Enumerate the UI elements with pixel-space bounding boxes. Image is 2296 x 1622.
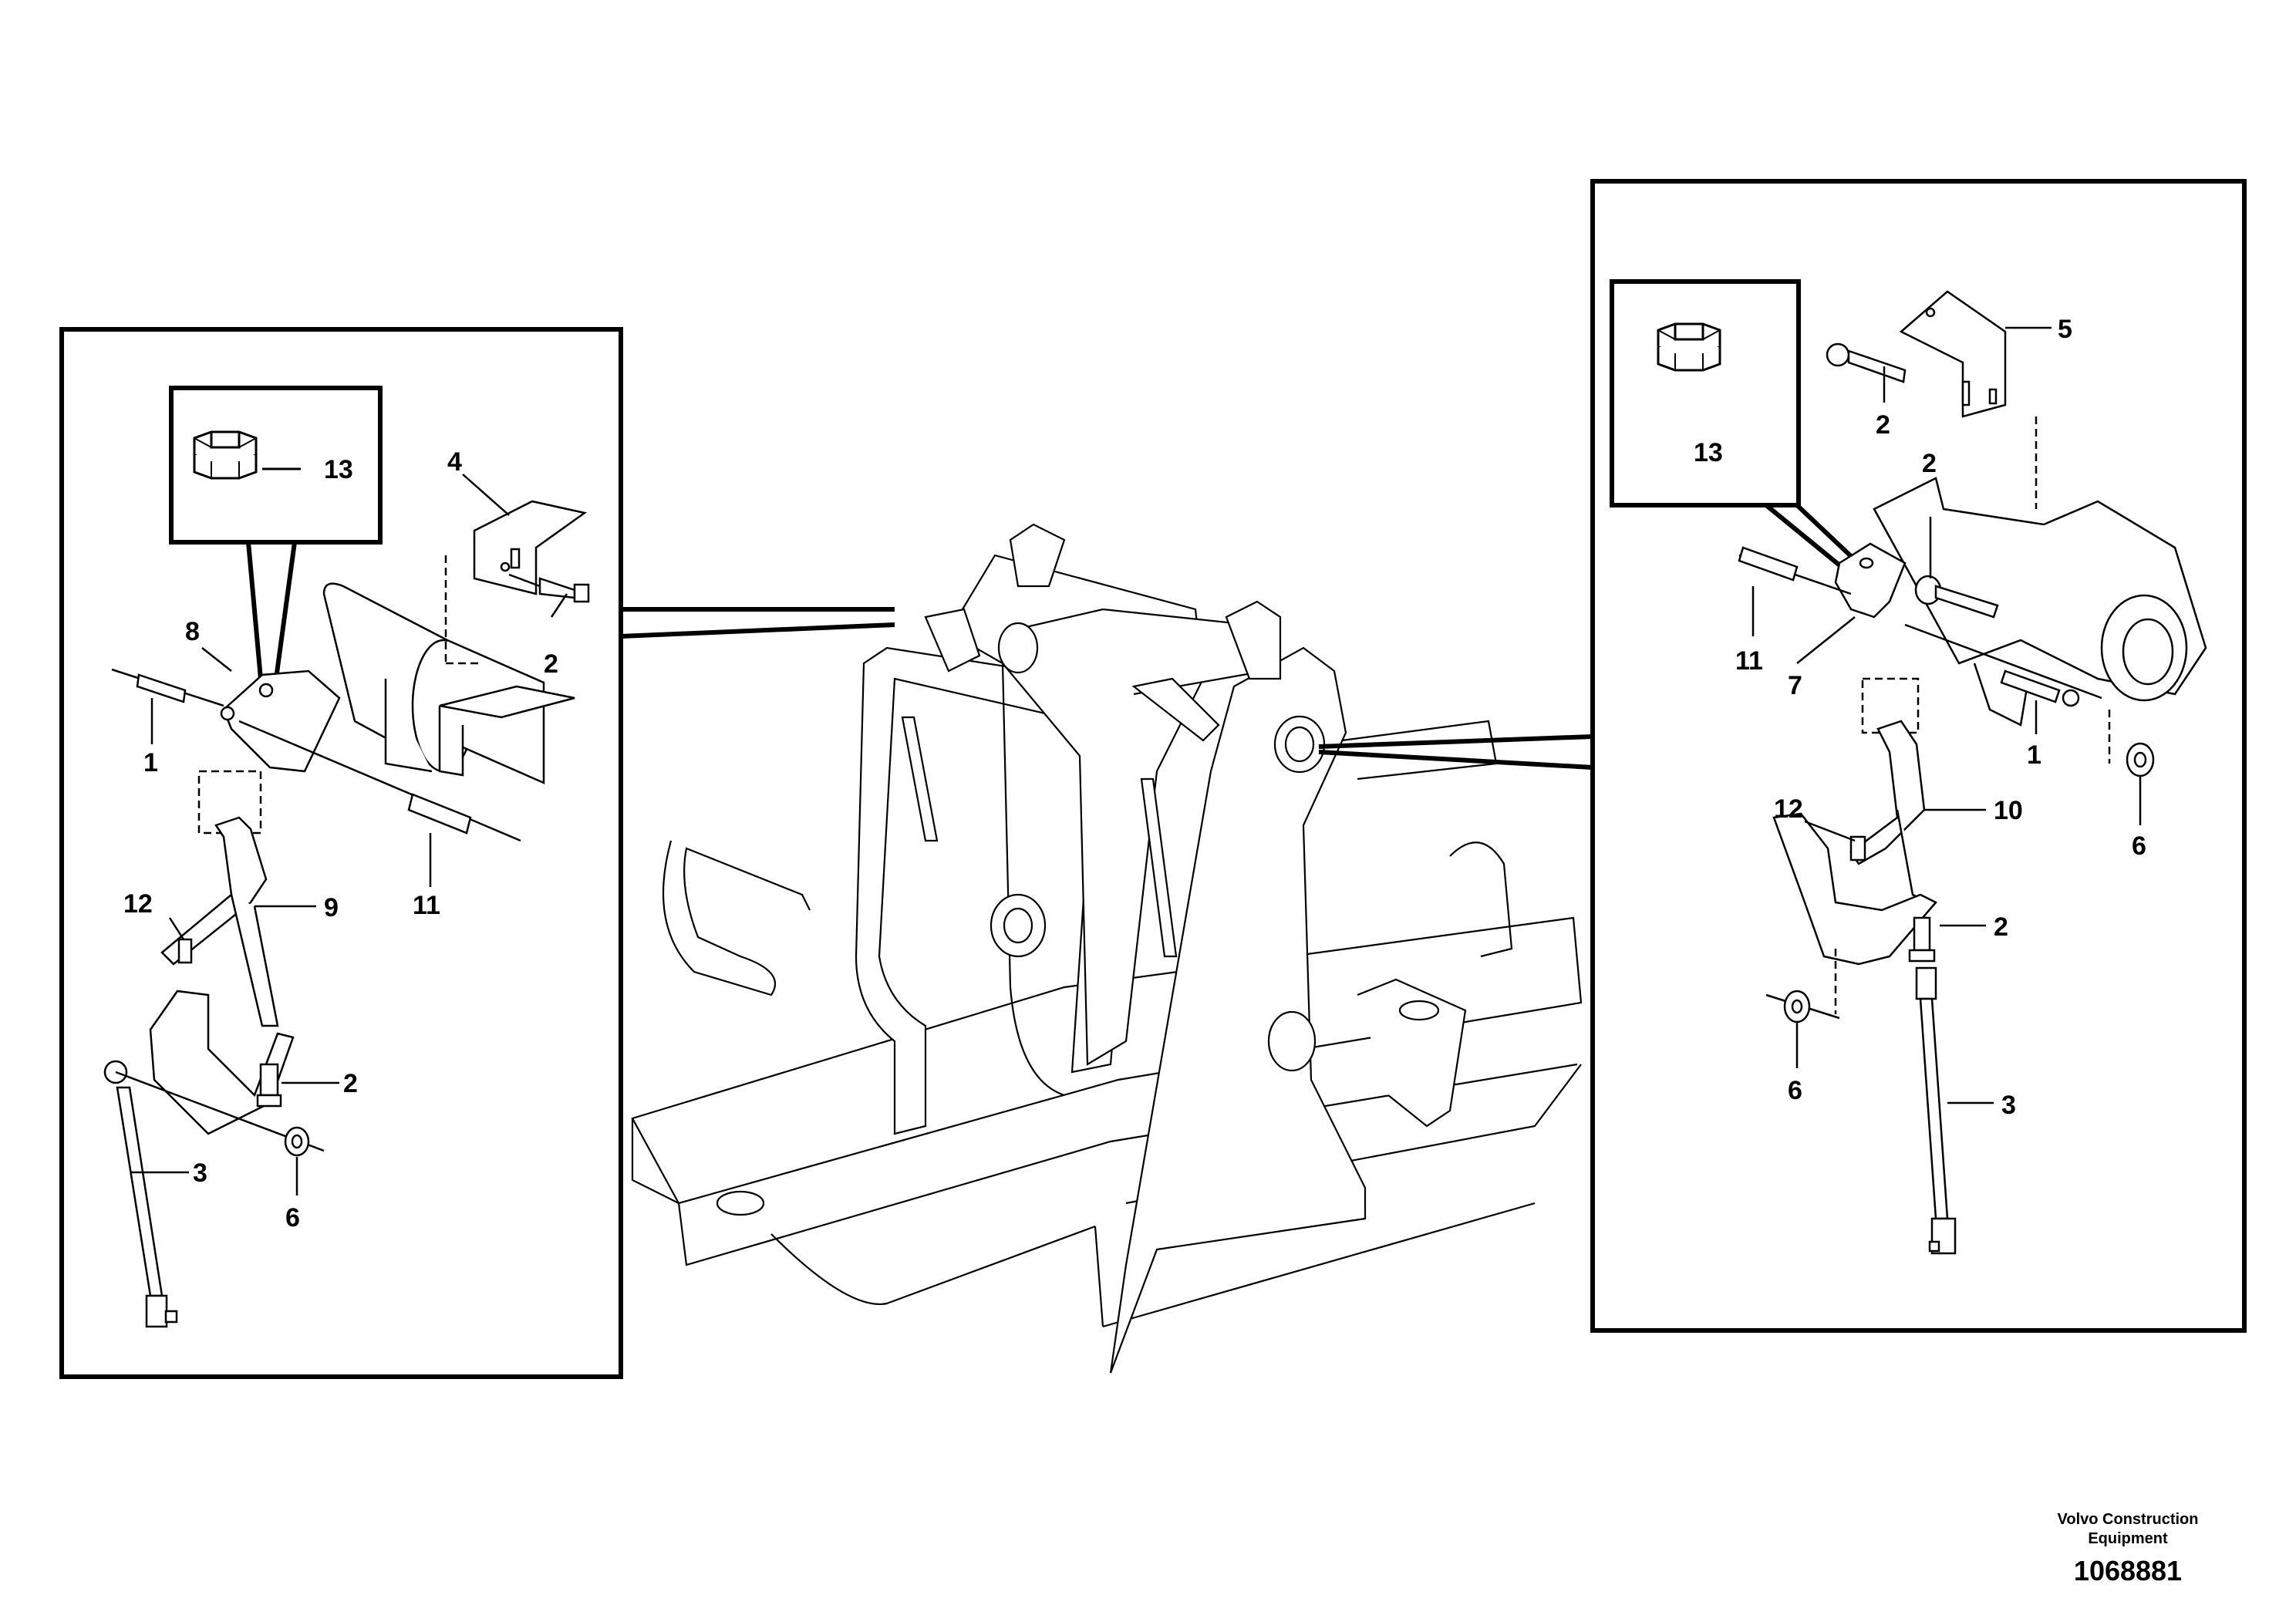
bracket-4-dashed (444, 555, 478, 665)
pin-1 (111, 668, 224, 707)
lever-8 (220, 669, 341, 773)
right-leaders (1752, 326, 2142, 1104)
lever-7 (1834, 542, 1907, 619)
cylinder-plate (438, 685, 575, 777)
bolt-2-top-right (1826, 342, 1907, 383)
left-inset-leader (246, 541, 297, 679)
pin-1-right (1904, 623, 2102, 707)
rod-3-right (1915, 966, 1957, 1255)
bracket-4 (473, 500, 588, 595)
callout-12: 12 (123, 889, 153, 919)
callout-6: 6 (285, 1203, 300, 1233)
left-detail-panel: 13 4 8 2 1 11 12 9 2 3 6 (59, 327, 895, 1379)
callout-4: 4 (447, 447, 462, 477)
bracket-5 (1899, 290, 2007, 418)
left-inset-frame (169, 386, 383, 545)
brand-line-2: Equipment (2088, 1530, 2168, 1547)
pin-11 (238, 720, 521, 842)
pivot-housing (322, 582, 545, 784)
callout-9: 9 (324, 893, 339, 922)
pin-11-right (1738, 546, 1852, 595)
callout-11: 11 (413, 891, 440, 920)
callout-6-lower: 6 (1788, 1076, 1802, 1105)
callout-3: 3 (2001, 1091, 2016, 1120)
pin-12-right (1849, 835, 1866, 862)
clip-nut-icon (193, 430, 258, 480)
callout-2-mid: 2 (1922, 449, 1937, 478)
callout-3: 3 (193, 1158, 207, 1188)
pin-12 (177, 938, 193, 964)
mounting-plate-right (1772, 812, 1937, 966)
bolt-2-lower-right (1908, 916, 1936, 963)
left-callouts: 13 4 8 2 1 11 12 9 2 3 6 (123, 447, 558, 1233)
link-10 (1849, 720, 1929, 904)
callout-1: 1 (2027, 740, 2041, 770)
rod-3 (103, 1060, 325, 1328)
left-leaders (131, 474, 568, 1195)
bolt-2-mid-right (1914, 575, 1999, 619)
callout-2: 2 (1876, 410, 1890, 440)
bolt-2-top (508, 573, 590, 603)
clip-nut-icon (1657, 322, 1721, 372)
drawing-number: 1068881 (2073, 1555, 2183, 1587)
callout-11: 11 (1735, 646, 1763, 676)
right-inset-frame (1610, 279, 1801, 508)
center-machine-drawing (631, 523, 1583, 1374)
callout-10: 10 (1994, 796, 2023, 825)
nut-6 (284, 1126, 310, 1157)
right-callouts: 13 5 2 2 11 7 1 12 10 6 2 6 3 (1694, 315, 2146, 1120)
callout-6: 6 (2132, 831, 2146, 861)
right-panel-frame (1590, 179, 2247, 1333)
nut-6-right-lower (1765, 990, 1840, 1023)
brand-line-1: Volvo Construction (2057, 1511, 2199, 1528)
callout-7: 7 (1788, 671, 1802, 700)
nut-6-right-top (2126, 742, 2155, 777)
left-connector (620, 607, 895, 639)
callout-2-lower: 2 (343, 1069, 358, 1098)
link-9 (160, 816, 279, 1027)
callout-2: 2 (544, 649, 558, 679)
callout-5: 5 (2058, 315, 2072, 344)
right-detail-panel: 13 5 2 2 11 7 1 12 10 6 2 6 3 (1318, 179, 2247, 1333)
pivot-housing-right (1873, 477, 2207, 727)
callout-13: 13 (324, 455, 353, 484)
callout-13: 13 (1694, 438, 1723, 467)
callout-12: 12 (1774, 794, 1803, 824)
callout-8: 8 (185, 617, 200, 646)
callout-2-lower: 2 (1994, 912, 2008, 942)
bolt-2-lower (256, 1063, 282, 1108)
right-connector (1318, 734, 1593, 770)
callout-1: 1 (143, 748, 158, 777)
left-panel-frame (59, 327, 623, 1379)
brand-block: Volvo Construction Equipment 1068881 (2012, 1510, 2244, 1587)
